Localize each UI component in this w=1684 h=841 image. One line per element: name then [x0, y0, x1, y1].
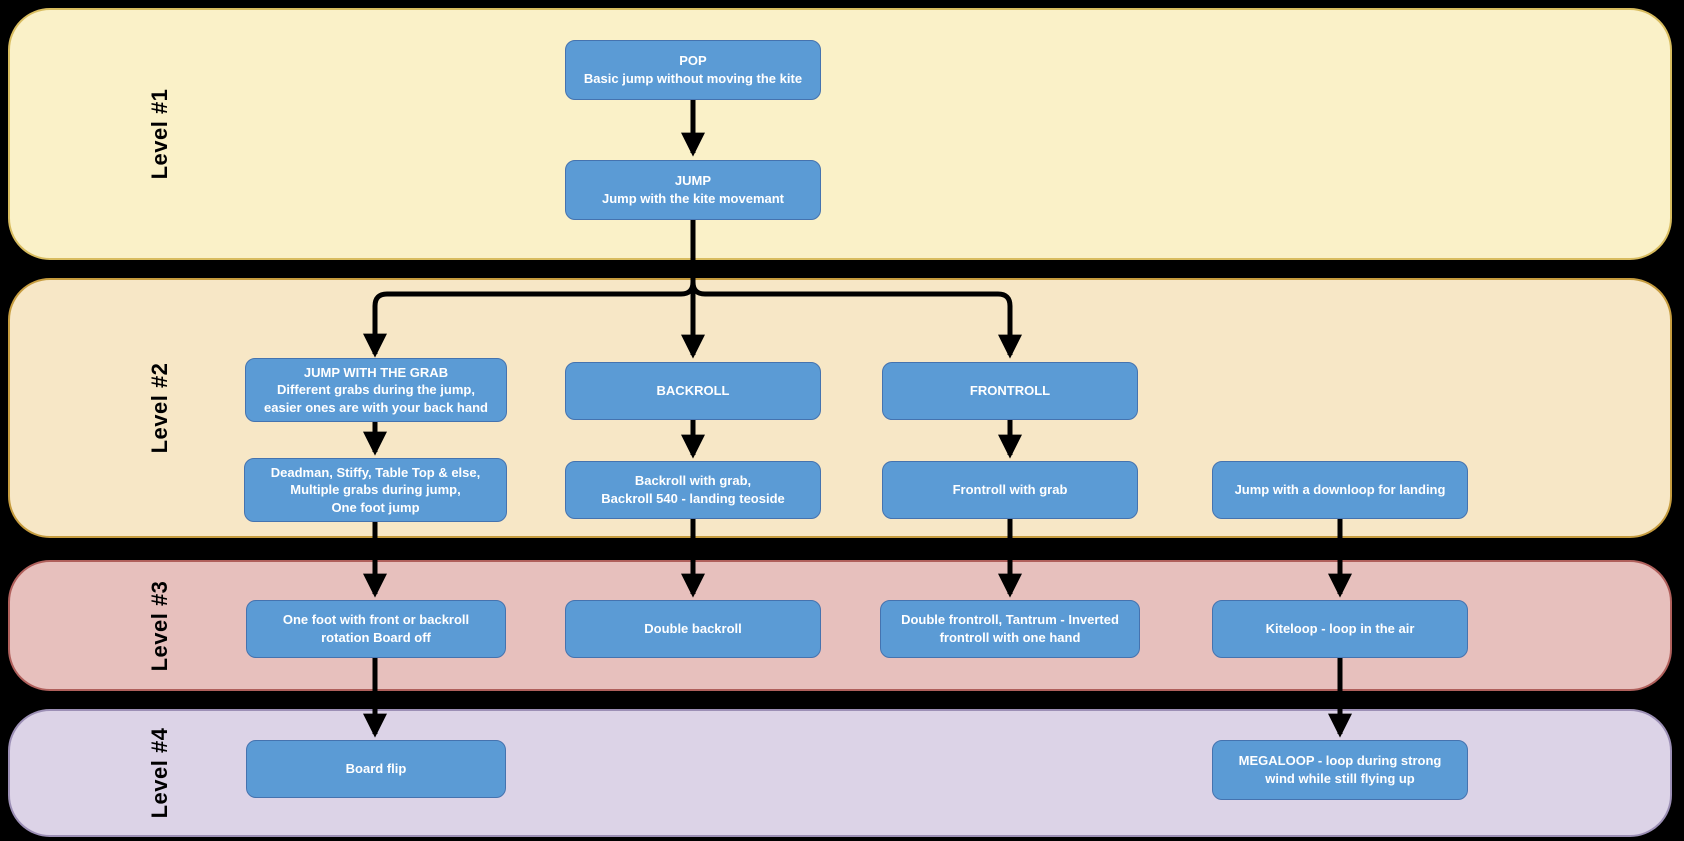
node-double-frontroll-tantrum-label: Double frontroll, Tantrum - Inverted fro… — [901, 612, 1119, 645]
node-kiteloop: Kiteloop - loop in the air — [1212, 600, 1468, 658]
node-frontroll-grab-label: Frontroll with grab — [952, 482, 1068, 498]
node-backroll-grab: Backroll with grab, Backroll 540 - landi… — [565, 461, 821, 519]
node-backroll-label: BACKROLL — [656, 383, 730, 399]
node-double-backroll: Double backroll — [565, 600, 821, 658]
node-frontroll: FRONTROLL — [882, 362, 1138, 420]
level-band-1: Level #1 — [8, 8, 1672, 260]
node-one-foot-board-off-label: One foot with front or backroll rotation… — [282, 612, 470, 645]
node-double-backroll-label: Double backroll — [644, 621, 742, 637]
node-double-frontroll-tantrum: Double frontroll, Tantrum - Inverted fro… — [880, 600, 1140, 658]
level-label-2: Level #2 — [147, 362, 172, 454]
node-jump: JUMP Jump with the kite movemant — [565, 160, 821, 220]
node-kiteloop-label: Kiteloop - loop in the air — [1265, 621, 1415, 637]
level-label-4: Level #4 — [147, 727, 172, 819]
node-grab-variations-label: Deadman, Stiffy, Table Top & else, Multi… — [270, 464, 481, 515]
node-downloop-landing: Jump with a downloop for landing — [1212, 461, 1468, 519]
node-megaloop: MEGALOOP - loop during strong wind while… — [1212, 740, 1468, 800]
node-jump-with-grab-label: JUMP WITH THE GRAB Different grabs durin… — [264, 364, 488, 415]
level-label-3: Level #3 — [147, 580, 172, 671]
node-backroll-grab-label: Backroll with grab, Backroll 540 - landi… — [601, 473, 785, 506]
node-grab-variations: Deadman, Stiffy, Table Top & else, Multi… — [244, 458, 507, 522]
node-board-flip-label: Board flip — [345, 761, 407, 777]
node-pop-label: POP Basic jump without moving the kite — [583, 53, 803, 86]
node-board-flip: Board flip — [246, 740, 506, 798]
node-jump-label: JUMP Jump with the kite movemant — [601, 173, 785, 206]
node-pop: POP Basic jump without moving the kite — [565, 40, 821, 100]
node-jump-with-grab: JUMP WITH THE GRAB Different grabs durin… — [245, 358, 507, 422]
node-megaloop-label: MEGALOOP - loop during strong wind while… — [1238, 753, 1442, 786]
node-frontroll-grab: Frontroll with grab — [882, 461, 1138, 519]
node-frontroll-label: FRONTROLL — [969, 383, 1051, 399]
node-one-foot-board-off: One foot with front or backroll rotation… — [246, 600, 506, 658]
node-downloop-landing-label: Jump with a downloop for landing — [1234, 482, 1446, 498]
level-label-1: Level #1 — [147, 88, 172, 180]
node-backroll: BACKROLL — [565, 362, 821, 420]
